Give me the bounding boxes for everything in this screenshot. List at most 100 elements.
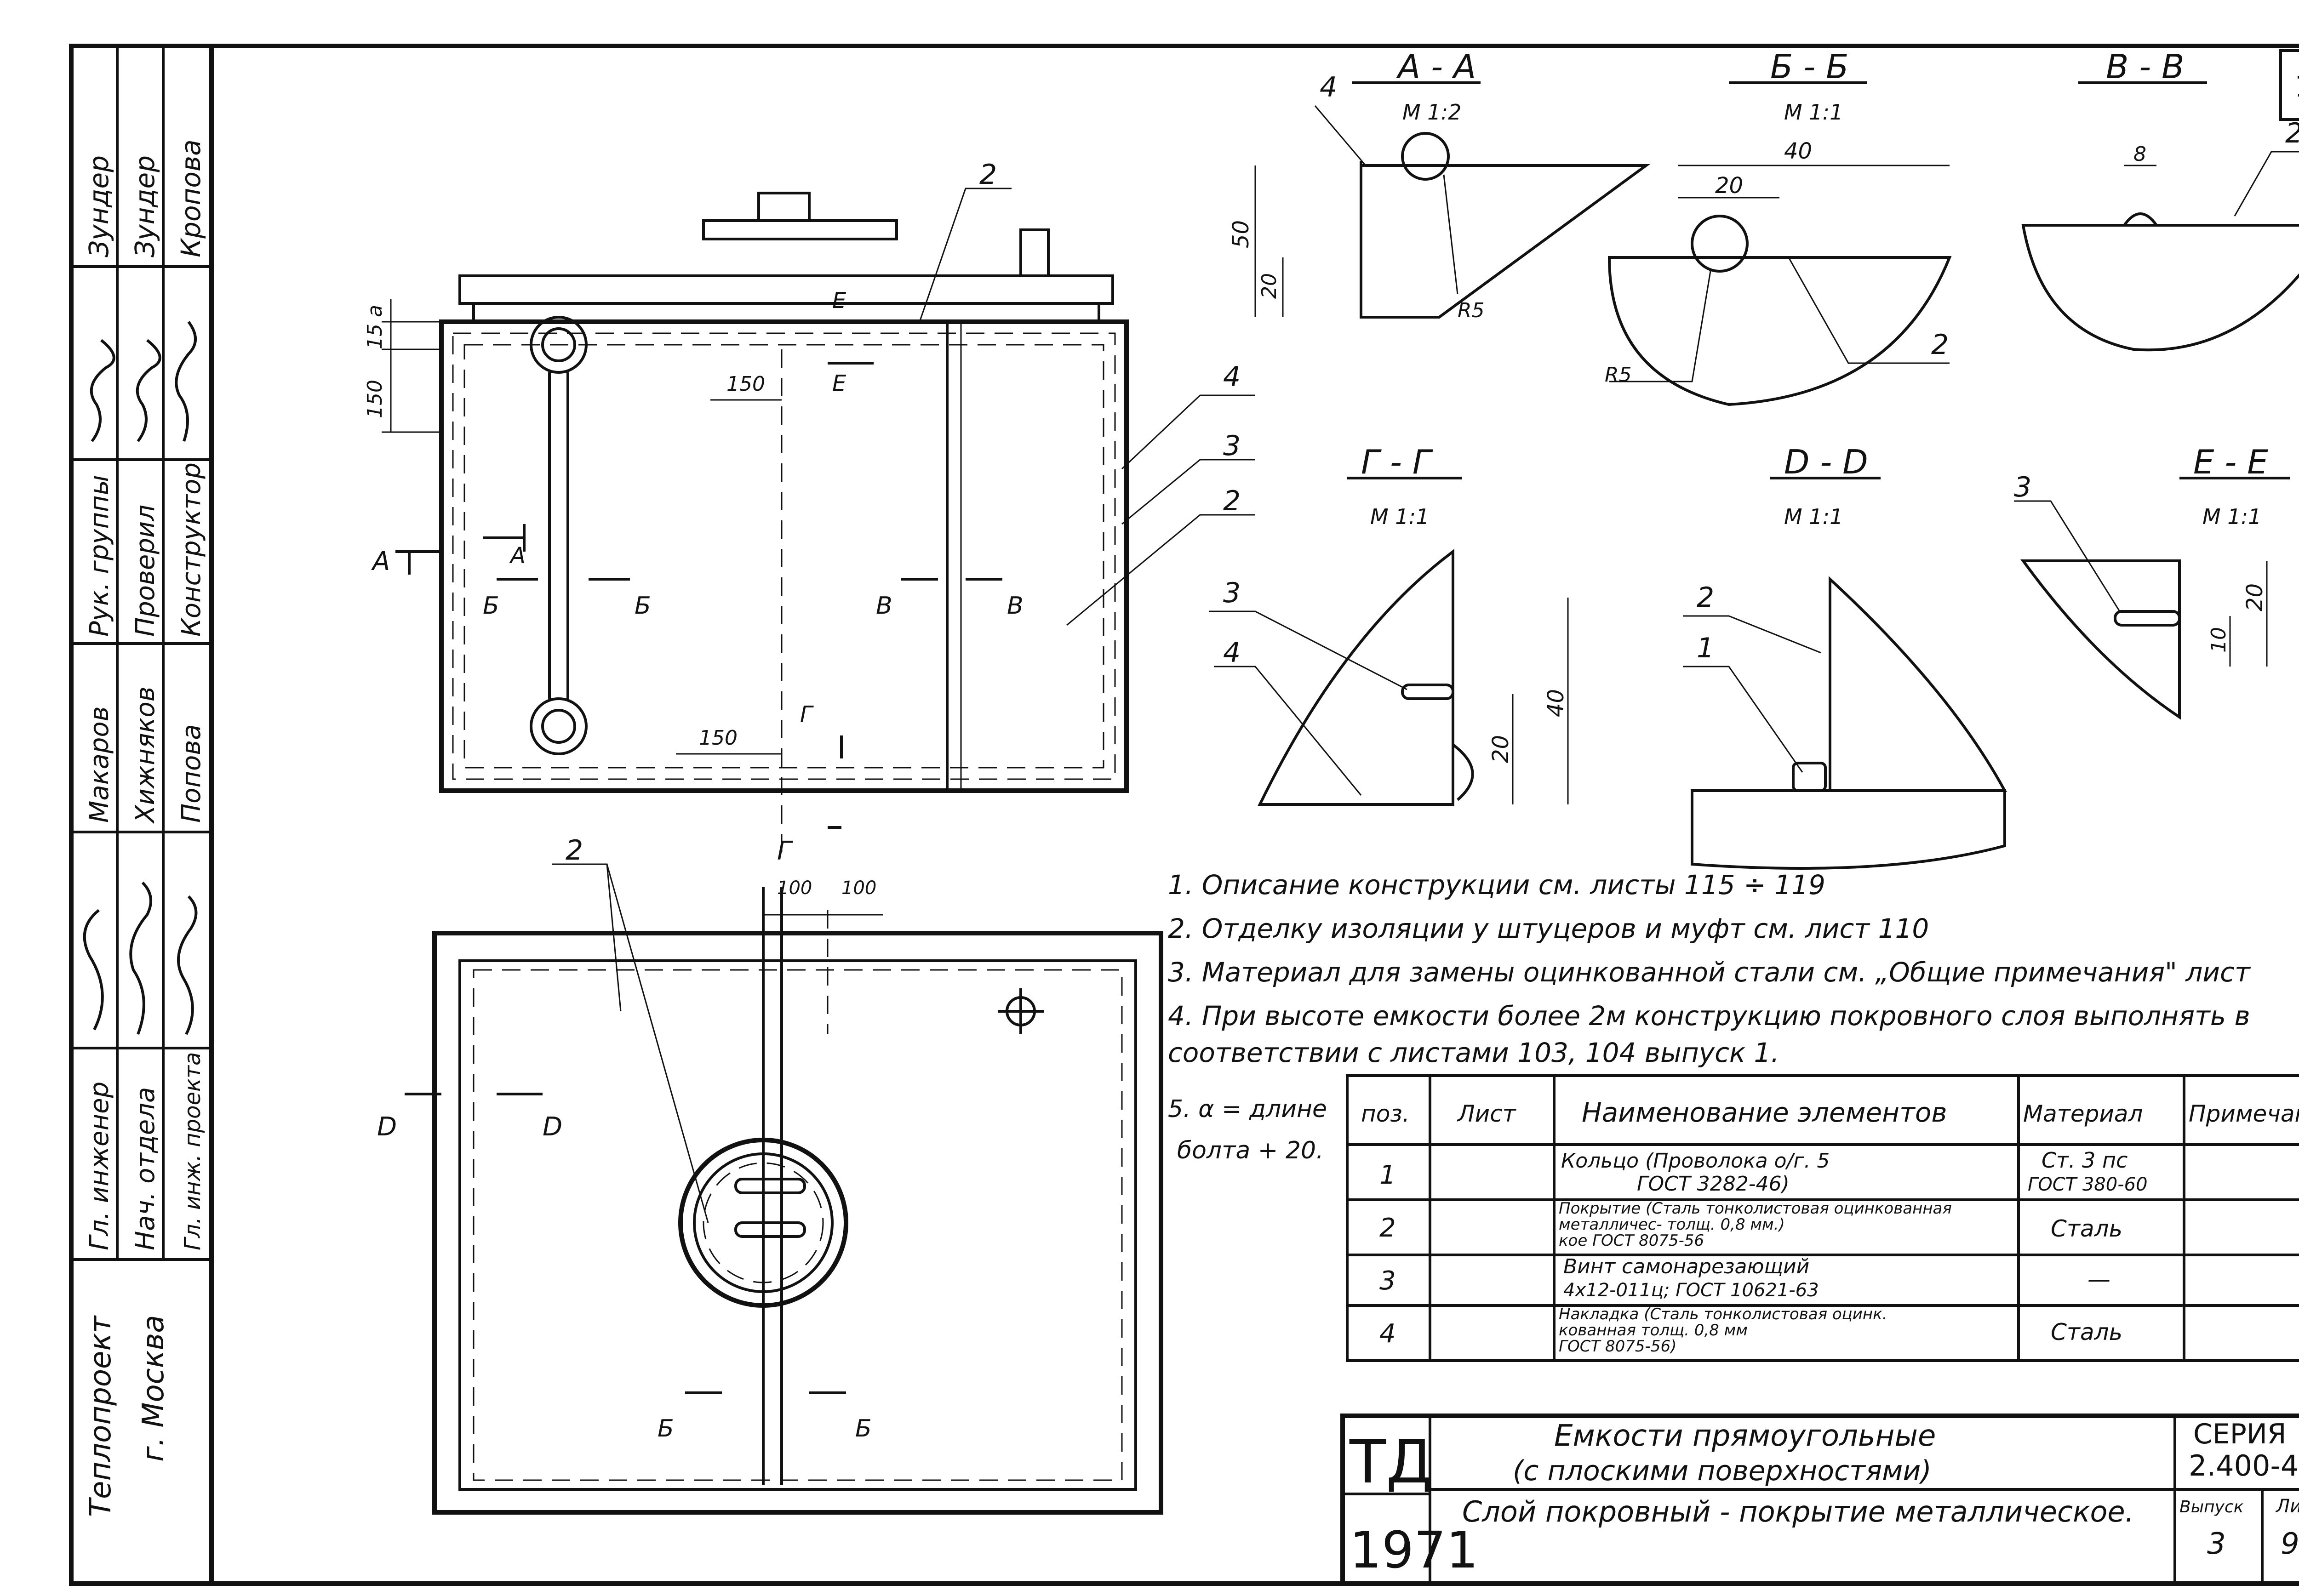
- spec-row-3-name-a: Винт самонарезающий: [1563, 1255, 1809, 1278]
- cut-d-right: D: [543, 1112, 562, 1142]
- signature-3: [175, 321, 197, 442]
- section-ee: [2014, 477, 2290, 720]
- section-vv: [2021, 81, 2299, 352]
- cut-d-left: D: [377, 1112, 397, 1142]
- callout-4-gg: 4: [1223, 637, 1241, 669]
- cut-e-top: Е: [832, 288, 846, 314]
- stamp-city: г. Москва: [137, 1315, 171, 1462]
- spec-row-4-name-b: кованная толщ. 0,8 мм: [1559, 1321, 1748, 1340]
- section-vv-title: В - В: [2106, 47, 2185, 86]
- spec-row-1-name-a: Кольцо (Проволока о/г. 5: [1561, 1149, 1830, 1173]
- callout-1-dd: 1: [1697, 632, 1714, 664]
- cut-e-bottom: Е: [832, 370, 846, 396]
- dim-20-aa: 20: [1258, 273, 1281, 299]
- section-ee-scale: М 1:1: [2202, 504, 2261, 529]
- cut-b-plan-left: Б: [658, 1415, 674, 1442]
- callout-3-gg: 3: [1223, 577, 1241, 609]
- dim-150-bottom: 150: [699, 726, 738, 750]
- section-aa-scale: М 1:2: [1402, 100, 1461, 125]
- dim-20-bb: 20: [1715, 173, 1743, 199]
- signature-5: [129, 881, 152, 1035]
- stamp-name-top-1: Зундер: [83, 155, 114, 257]
- spec-row-2-mat: Сталь: [2051, 1215, 2122, 1242]
- dim-100-left: 100: [777, 878, 812, 899]
- issue-label: Выпуск: [2179, 1498, 2244, 1516]
- section-bb-title: Б - Б: [1770, 47, 1849, 86]
- spec-row-1-pos: 1: [1379, 1160, 1396, 1190]
- dim-8-vv: 8: [2133, 142, 2146, 166]
- note-1: 1. Описание конструкции см. листы 115 ÷ …: [1168, 869, 1825, 901]
- spec-row-4-pos: 4: [1379, 1319, 1396, 1349]
- section-gg: [1209, 477, 1569, 806]
- spec-header-note: Примечание: [2189, 1100, 2299, 1127]
- cut-v-right: В: [1007, 592, 1024, 620]
- spec-header-pos: поз.: [1361, 1100, 1410, 1127]
- stamp-role-chief-project: Гл. инж. проекта: [180, 1052, 206, 1250]
- section-bb: [1607, 81, 1952, 406]
- dim-r5-aa: R5: [1458, 299, 1485, 322]
- section-aa-title: А - А: [1396, 47, 1476, 86]
- note-4-cont: соответствии с листами 103, 104 выпуск 1…: [1168, 1037, 1779, 1068]
- spec-row-3-pos: 3: [1379, 1266, 1396, 1296]
- dim-15a: 15 а: [363, 305, 387, 349]
- callout-2-plan: 2: [566, 834, 583, 866]
- callout-3-ee: 3: [2014, 471, 2031, 503]
- spec-row-2-name-b: металличес- толщ. 0,8 мм.): [1559, 1215, 1785, 1234]
- spec-row-1-mat-b: ГОСТ 380-60: [2028, 1174, 2148, 1195]
- callout-2-front-right: 2: [1223, 485, 1241, 517]
- section-bb-scale: М 1:1: [1784, 100, 1843, 125]
- title-logo: ТД: [1349, 1427, 1433, 1497]
- sheet-number-box: [2279, 49, 2299, 121]
- callout-2-vv: 2: [2285, 117, 2299, 149]
- title-block: [1340, 1414, 2299, 1586]
- cut-b-left: Б: [483, 592, 499, 620]
- cut-v-left: В: [876, 592, 892, 620]
- callout-4-aa: 4: [1320, 71, 1337, 103]
- stamp-org: Теплопроект: [84, 1315, 118, 1517]
- spec-header-name: Наименование элементов: [1582, 1097, 1947, 1128]
- signature-1: [90, 339, 115, 442]
- callout-2-dd: 2: [1697, 581, 1714, 614]
- note-5b: болта + 20.: [1177, 1137, 1324, 1164]
- dim-150-top: 150: [726, 372, 765, 396]
- spec-row-3-name-b: 4x12-011ц; ГОСТ 10621-63: [1563, 1280, 1819, 1301]
- outer-frame: [69, 44, 2299, 1586]
- spec-row-4-name-c: ГОСТ 8075-56): [1559, 1337, 1676, 1356]
- section-dd-scale: М 1:1: [1784, 504, 1843, 529]
- signature-4: [83, 909, 104, 1031]
- dim-20-ee: 20: [2242, 583, 2268, 611]
- front-view: [382, 192, 1129, 855]
- spec-header-sheet: Лист: [1457, 1100, 1517, 1127]
- callout-2-front-top: 2: [979, 159, 997, 191]
- stamp-role-chief-engineer: Гл. инженер: [85, 1082, 114, 1250]
- dim-10-ee: 10: [2207, 627, 2230, 653]
- section-gg-title: Г - Г: [1361, 443, 1433, 481]
- note-5a: 5. α = длине: [1168, 1095, 1327, 1123]
- series-number: 2.400-4: [2189, 1449, 2299, 1482]
- title-year: 1971: [1350, 1521, 1478, 1579]
- stamp-name-top-2: Зундер: [129, 155, 160, 257]
- signature-6: [177, 895, 198, 1035]
- stamp-name-mid-2: Хижняков: [131, 686, 160, 824]
- plan-view: [405, 863, 1163, 1515]
- spec-row-1-mat-a: Ст. 3 пс: [2042, 1148, 2127, 1173]
- cut-b-right: Б: [635, 592, 651, 620]
- sheet-number: 106: [2294, 70, 2299, 104]
- stamp-role-dept-head: Нач. отдела: [131, 1087, 160, 1250]
- signature-2: [136, 339, 161, 442]
- note-4: 4. При высоте емкости более 2м конструкц…: [1168, 1000, 2250, 1032]
- dim-150-left: 150: [363, 380, 387, 418]
- spec-row-4-mat: Сталь: [2051, 1319, 2122, 1345]
- notes: 1. Описание конструкции см. листы 115 ÷ …: [1168, 869, 2251, 1164]
- spec-row-2-name-c: кое ГОСТ 8075-56: [1559, 1231, 1704, 1250]
- title-line-2: (с плоскими поверхностями): [1513, 1455, 1932, 1487]
- title-subtitle: Слой покровный - покрытие металлическое.: [1462, 1495, 2134, 1528]
- issue-number: 3: [2207, 1527, 2226, 1561]
- cut-g-mid: Г: [800, 701, 814, 727]
- stamp-name-top-3: Кропова: [175, 139, 206, 257]
- stamp-name-mid-1: Макаров: [85, 706, 114, 823]
- series-label: СЕРИЯ: [2193, 1418, 2287, 1450]
- cut-a-inner: А: [509, 543, 526, 569]
- dim-40-gg: 40: [1543, 689, 1569, 717]
- spec-row-3-mat: —: [2087, 1266, 2110, 1293]
